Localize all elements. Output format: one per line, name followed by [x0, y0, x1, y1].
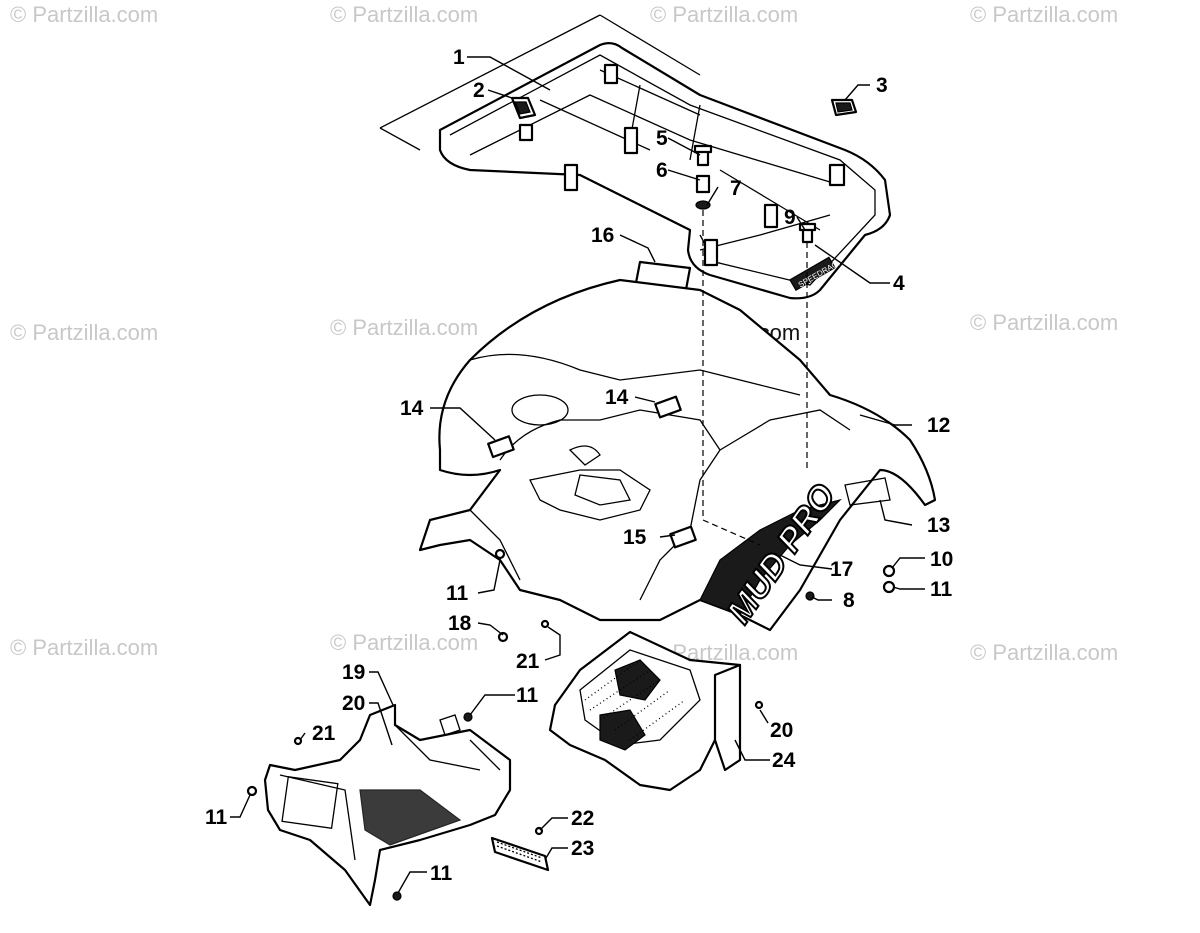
callout-7: 7: [730, 177, 742, 200]
watermark: © Partzilla.com: [330, 315, 478, 340]
callout-17: 17: [830, 558, 853, 581]
callout-14: 14: [605, 386, 629, 409]
fender-fasteners: [494, 548, 896, 643]
callout-9: 9: [784, 206, 796, 229]
callout-22: 22: [571, 807, 594, 830]
callout-15: 15: [623, 526, 647, 549]
callout-21: 21: [516, 650, 540, 673]
callout-11: 11: [930, 578, 953, 601]
rack-clip: [510, 96, 537, 120]
callout-4: 4: [893, 272, 905, 295]
rear-fender: [418, 278, 937, 632]
watermark: © Partzilla.com: [330, 630, 478, 655]
watermark: © Partzilla.com: [10, 320, 158, 345]
callout-16: 16: [591, 224, 614, 247]
left-footwell: [263, 703, 512, 907]
callout-3: 3: [876, 74, 888, 97]
watermark: © Partzilla.com: [330, 2, 478, 27]
watermark: © Partzilla.com: [650, 2, 798, 27]
callout-18: 18: [448, 612, 472, 635]
callout-20: 20: [342, 692, 365, 715]
reference-lines: [702, 210, 808, 546]
callout-20: 20: [770, 719, 793, 742]
callout-12: 12: [927, 414, 950, 437]
small-decals: [487, 395, 697, 549]
callout-21: 21: [312, 722, 336, 745]
watermark: © Partzilla.com: [10, 2, 158, 27]
callout-6: 6: [656, 159, 668, 182]
callout-11: 11: [446, 582, 469, 605]
rack-cap: [830, 98, 858, 117]
watermark: © Partzilla.com: [10, 635, 158, 660]
leader-lines: [230, 56, 925, 894]
right-footwell: [548, 630, 742, 792]
watermark: © Partzilla.com: [970, 2, 1118, 27]
watermark: © Partzilla.com: [970, 310, 1118, 335]
callout-11: 11: [516, 684, 539, 707]
callout-5: 5: [656, 127, 668, 150]
watermark: © Partzilla.com: [970, 640, 1118, 665]
callout-24: 24: [772, 749, 796, 772]
callout-1: 1: [453, 46, 465, 69]
rack-bracket: [379, 14, 701, 151]
callout-14: 14: [400, 397, 424, 420]
callout-2: 2: [473, 79, 485, 102]
callout-10: 10: [930, 548, 953, 571]
callout-11: 11: [430, 862, 453, 885]
rear-rack: SPEEDRACK: [438, 41, 892, 300]
callout-13: 13: [927, 514, 950, 537]
callout-8: 8: [843, 589, 855, 612]
callout-11: 11: [205, 806, 228, 829]
callout-labels: 1 2 3 4 5 6 7 8 9 10 11 11 11 11 11 12 1…: [205, 46, 953, 885]
callout-19: 19: [342, 661, 365, 684]
misc-fasteners: [246, 700, 764, 901]
watermark-group: © Partzilla.com © Partzilla.com © Partzi…: [10, 2, 1118, 665]
callout-23: 23: [571, 837, 594, 860]
step-plate: [490, 836, 550, 872]
